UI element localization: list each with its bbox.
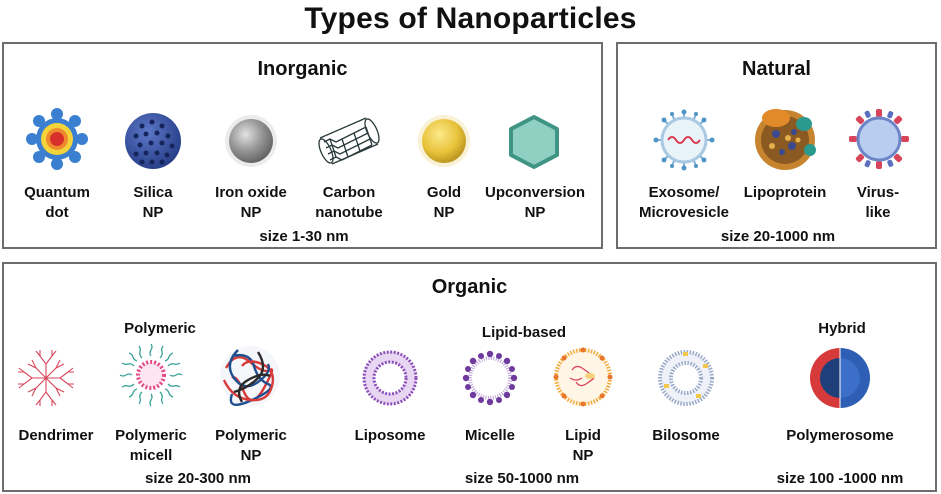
polymeric-np-label: Polymeric NP bbox=[215, 427, 287, 464]
lipid-np-icon bbox=[552, 346, 614, 408]
polymeric-micelle-label: Polymeric micell bbox=[115, 427, 187, 464]
micelle-label: Micelle bbox=[464, 427, 516, 444]
polymeric-size: size 20-300 nm bbox=[145, 470, 251, 487]
bilosome-icon bbox=[656, 348, 716, 408]
silica-np-icon bbox=[124, 112, 182, 170]
inorganic-size: size 1-30 nm bbox=[259, 228, 349, 245]
organic-heading: Organic bbox=[431, 276, 508, 298]
upconversion-np-label: Upconversion NP bbox=[484, 184, 586, 221]
polymeric-np-icon bbox=[218, 344, 282, 408]
dendrimer-icon bbox=[16, 348, 76, 408]
lipoprotein-label: Lipoprotein bbox=[743, 184, 827, 201]
exosome-label: Exosome/ Microvesicle bbox=[638, 184, 730, 221]
quantum-dot-label: Quantum dot bbox=[24, 184, 90, 221]
hybrid-size: size 100 -1000 nm bbox=[776, 470, 904, 487]
natural-heading: Natural bbox=[742, 58, 811, 80]
natural-size: size 20-1000 nm bbox=[720, 228, 836, 245]
carbon-nanotube-icon bbox=[316, 116, 382, 166]
gold-np-label: Gold NP bbox=[426, 184, 462, 221]
inorganic-panel: Inorganic Quantum dot bbox=[2, 42, 603, 249]
quantum-dot-icon bbox=[26, 108, 88, 170]
iron-oxide-np-label: Iron oxide NP bbox=[215, 184, 287, 221]
liposome-icon bbox=[360, 348, 420, 408]
inorganic-heading: Inorganic bbox=[257, 58, 348, 80]
dendrimer-label: Dendrimer bbox=[18, 427, 94, 444]
lipid-size: size 50-1000 nm bbox=[464, 470, 580, 487]
carbon-nanotube-label: Carbon nanotube bbox=[315, 184, 383, 221]
hybrid-heading: Hybrid bbox=[818, 320, 866, 337]
liposome-label: Liposome bbox=[354, 427, 426, 444]
organic-panel: Organic Polymeric Lipid-based Hybrid Den… bbox=[2, 262, 937, 492]
bilosome-label: Bilosome bbox=[652, 427, 720, 444]
lipid-heading: Lipid-based bbox=[481, 324, 567, 341]
lipid-np-label: Lipid NP bbox=[565, 427, 601, 464]
polymeric-micelle-icon bbox=[118, 342, 184, 408]
polymerosome-label: Polymerosome bbox=[786, 427, 894, 444]
exosome-icon bbox=[652, 108, 716, 172]
micelle-icon bbox=[460, 348, 520, 408]
gold-np-icon bbox=[417, 114, 471, 168]
silica-np-label: Silica NP bbox=[133, 184, 173, 221]
polymeric-heading: Polymeric bbox=[124, 320, 196, 337]
virus-like-icon bbox=[848, 108, 910, 170]
page-title: Types of Nanoparticles bbox=[304, 2, 637, 35]
natural-panel: Natural Exosome/ Microvesicle bbox=[616, 42, 937, 249]
polymerosome-icon bbox=[808, 346, 872, 410]
upconversion-np-icon bbox=[507, 114, 561, 170]
virus-like-label: Virus- like bbox=[856, 184, 900, 221]
lipoprotein-icon bbox=[752, 106, 818, 172]
iron-oxide-np-icon bbox=[224, 114, 278, 168]
